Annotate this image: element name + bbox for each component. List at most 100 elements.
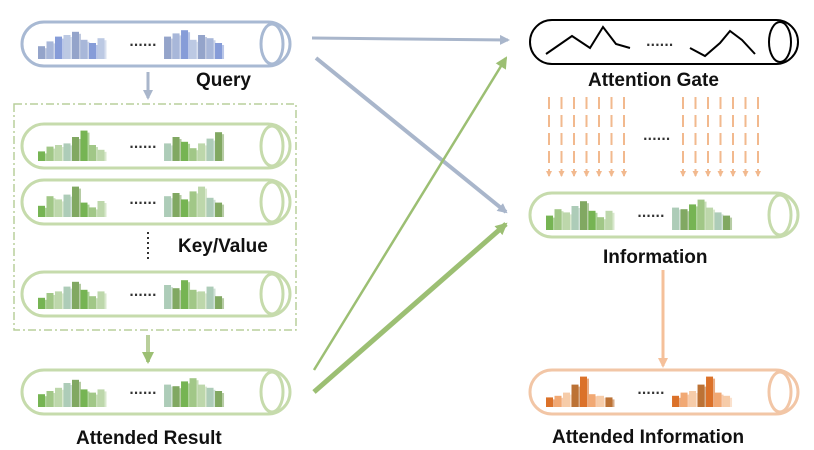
key-value-tube-3: ...... (20, 270, 292, 318)
result-to-gate-arrow (312, 56, 508, 371)
bar (198, 384, 206, 407)
bar-side (222, 134, 225, 161)
bar (215, 296, 223, 309)
bar (189, 378, 197, 407)
gate-waveform-right (689, 29, 756, 58)
bar-side (179, 290, 182, 309)
bar (723, 215, 731, 230)
bar-side (196, 193, 199, 217)
tube-cap (259, 124, 285, 168)
bar (588, 394, 596, 407)
bar-side (70, 288, 73, 309)
bar (63, 383, 71, 407)
bar-side (213, 199, 216, 217)
bar (697, 384, 705, 407)
bar-side (62, 293, 64, 309)
bar-side (79, 188, 81, 217)
bar (38, 46, 45, 59)
bar-side (679, 397, 682, 407)
bar (597, 395, 604, 407)
bar-side (604, 219, 606, 230)
bar (206, 197, 214, 217)
bar-side (205, 145, 208, 161)
bar (172, 33, 180, 59)
bar (89, 207, 96, 217)
bar (215, 391, 223, 407)
bar (706, 376, 714, 407)
bar-side (222, 204, 225, 217)
bar (206, 38, 214, 59)
bar-side (87, 291, 90, 309)
bar (198, 143, 206, 161)
bar (72, 281, 79, 309)
key-value-tube-1: ...... (20, 122, 292, 170)
bar-side (687, 394, 690, 407)
bar-side (188, 32, 191, 59)
gate-signal-arrows (546, 97, 761, 177)
bar-side (213, 389, 216, 407)
bar-side (721, 214, 724, 230)
bar (198, 35, 206, 59)
bar-side (179, 35, 182, 59)
bar-side (553, 217, 555, 230)
tube-cap (259, 272, 285, 316)
bar (164, 196, 172, 217)
bar (563, 392, 570, 407)
bar-side (96, 394, 98, 407)
bar (80, 39, 88, 59)
bar-side (96, 209, 98, 217)
bar-side (79, 139, 81, 161)
bar-side (578, 208, 581, 230)
bar (206, 387, 214, 407)
tube-cap (768, 21, 792, 63)
bar-side (104, 40, 107, 59)
tube-cap (259, 370, 285, 414)
bar-side (171, 198, 174, 217)
information-label: Information (603, 247, 708, 268)
bar-side (70, 145, 73, 161)
bar (546, 397, 553, 407)
bar (680, 209, 688, 230)
bar-side (188, 383, 191, 407)
gate-waveform-left (545, 25, 631, 55)
bar (181, 280, 189, 309)
bar (72, 379, 79, 407)
bar (72, 31, 79, 59)
tube-cap (259, 180, 285, 224)
gate-ellipsis: ...... (643, 129, 670, 143)
bar (588, 210, 596, 230)
bar-side (70, 385, 73, 407)
bar-side (196, 150, 199, 161)
attended-information-tube: ...... (528, 368, 800, 416)
bar-side (87, 204, 90, 217)
bar (172, 288, 180, 309)
bar (46, 293, 54, 309)
bar (164, 285, 172, 309)
bar (55, 36, 62, 59)
bar-side (196, 41, 199, 59)
key-value-tube-2: ...... (20, 178, 292, 226)
bar (580, 376, 587, 407)
bar (97, 149, 105, 161)
bar (164, 36, 172, 59)
bar-side (222, 45, 225, 59)
bar-side (179, 139, 182, 161)
bar-side (87, 41, 90, 59)
bar-side (96, 45, 98, 59)
bar (55, 145, 62, 161)
bar (706, 207, 714, 230)
attended-result-label: Attended Result (76, 428, 222, 449)
bar (38, 205, 45, 217)
query-to-gate-arrow (311, 34, 510, 45)
bar (215, 132, 223, 161)
bar-side (553, 399, 555, 407)
bar (181, 141, 189, 161)
bar (89, 296, 96, 309)
bar (72, 186, 79, 217)
bar (181, 30, 189, 59)
bar-side (196, 291, 199, 309)
attended-result-tube: ...... (20, 368, 292, 416)
bar-side (179, 388, 182, 407)
bar-side (45, 207, 47, 217)
bar (172, 137, 180, 161)
